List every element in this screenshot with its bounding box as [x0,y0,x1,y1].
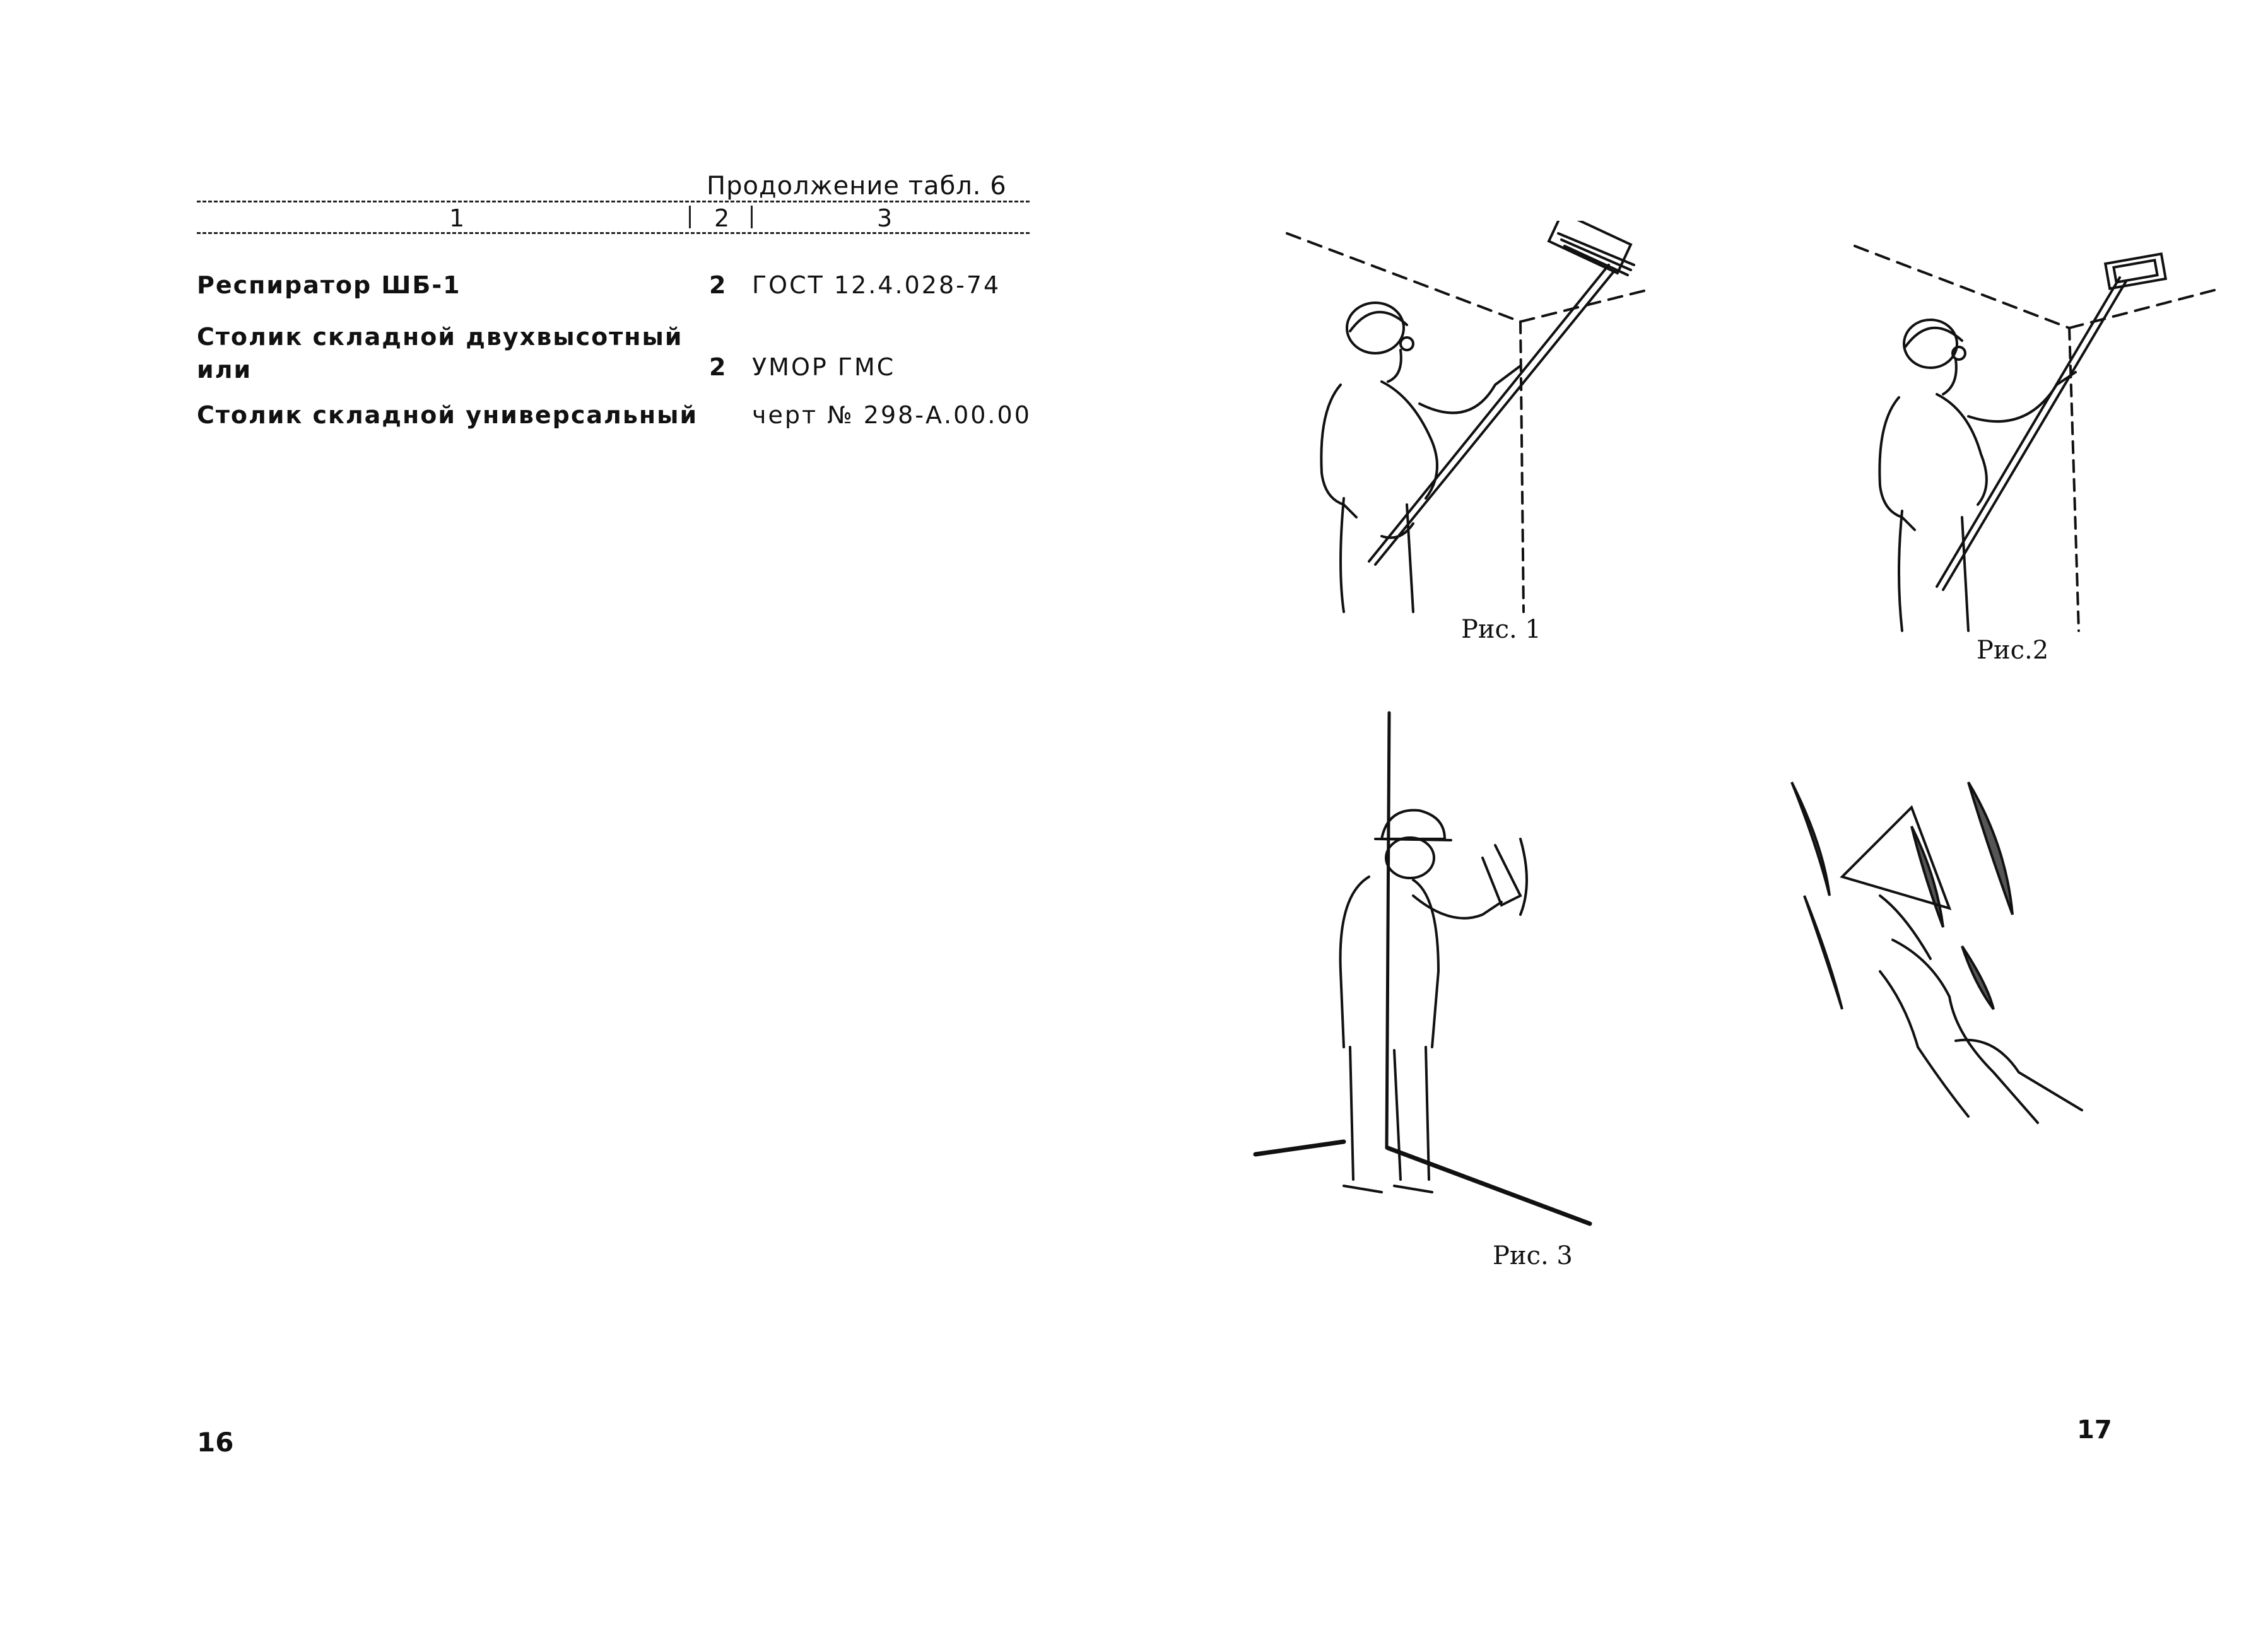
figure-3-label: Рис. 3 [1493,1241,1573,1270]
item-qty: 2 [709,271,727,299]
figure-2-label: Рис.2 [1977,636,2049,665]
table-row: Респиратор ШБ-1 2 ГОСТ 12.4.028-74 [197,271,1042,309]
item-doc: ГОСТ 12.4.028-74 [752,271,1001,299]
column-divider [751,206,753,228]
table-row: Столик складной двухвысотный или 2 УМОР … [197,320,1042,390]
page-number-right: 17 [2077,1415,2112,1444]
table-row: Столик складной универсальный черт № 298… [197,401,1042,439]
item-name: Столик складной универсальный [197,401,698,429]
column-header-3: 3 [877,204,893,232]
figure-3-worker-at-wall-corner [1249,706,1602,1230]
table-header-rule [197,232,1030,234]
figure-1-worker-painting-ceiling-roller [1281,221,1672,631]
page-number-left: 16 [197,1427,234,1458]
figure-1-label: Рис. 1 [1461,615,1541,644]
item-doc: черт № 298-А.00.00 [752,401,1031,429]
column-header-1: 1 [449,204,465,232]
table-top-rule [197,201,1030,202]
figure-3-detail-hand-with-spatula [1766,770,2107,1148]
item-name: Столик складной двухвысотный или [197,323,683,384]
column-divider [689,206,691,228]
table-caption: Продолжение табл. 6 [707,172,1007,201]
column-header-2: 2 [714,204,730,232]
item-doc: УМОР ГМС [752,353,896,381]
figure-2-worker-painting-ceiling-tray-brush [1842,233,2221,643]
item-name: Респиратор ШБ-1 [197,271,461,299]
item-qty: 2 [709,353,727,381]
